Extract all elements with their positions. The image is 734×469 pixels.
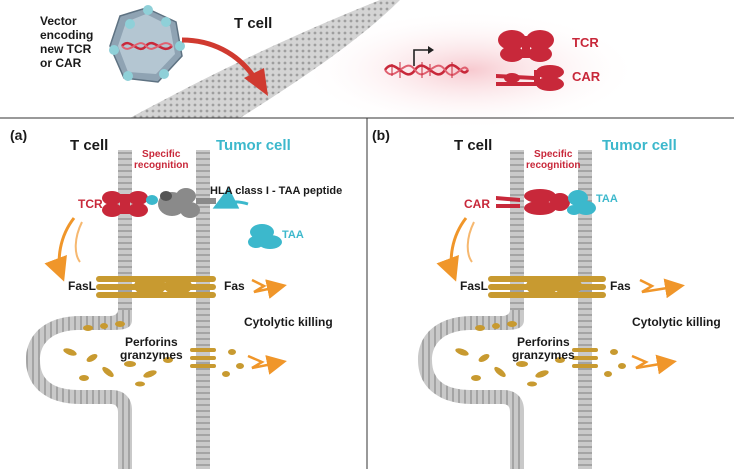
top-tcell-label: T cell (234, 15, 273, 32)
granules-a (63, 321, 244, 387)
vector-label-line: Vector (40, 14, 77, 28)
top-banner (109, 0, 640, 130)
specific-line: recognition (526, 159, 581, 171)
tcell-membrane-a (118, 150, 132, 310)
perforin-pore-a (190, 348, 216, 368)
tcell-surface (130, 0, 400, 118)
hla-molecule-a (158, 188, 216, 218)
tcell-membrane-b (510, 150, 524, 310)
panel-a-killing-label: Cytolytic killing (244, 315, 333, 329)
pink-glow (300, 10, 640, 130)
panel-b-killing-label: Cytolytic killing (632, 315, 721, 329)
perforin-pore-b (572, 348, 598, 368)
panel-a-specific-recognition: Specific recognition (134, 149, 189, 171)
vector-entry-arrowhead (244, 68, 268, 96)
panel-b-fas-label: Fas (610, 279, 631, 293)
tcr-molecule-top (498, 30, 554, 62)
tcell-synapse-pocket-a (26, 310, 132, 469)
specific-line: recognition (134, 159, 189, 171)
signal-arrow-b2 (466, 221, 475, 263)
panel-a-tag: (a) (10, 127, 28, 143)
panel-a-graphics (26, 150, 287, 469)
dna-helix (383, 62, 470, 78)
vector-particle (109, 5, 185, 83)
granules-b (455, 321, 626, 387)
panel-a-tumor-title: Tumor cell (216, 137, 291, 154)
tumor-membrane-a (196, 150, 210, 469)
panel-a-tcell-title: T cell (70, 137, 109, 154)
panel-b-tumor-title: Tumor cell (602, 137, 677, 154)
panel-b-specific-recognition: Specific recognition (526, 149, 581, 171)
fasl-fas-complex-a (96, 276, 216, 298)
perf-line: Perforins (125, 335, 178, 349)
panel-b-tag: (b) (372, 127, 390, 143)
specific-line: Specific (142, 149, 181, 160)
vector-label: Vector encoding new TCR or CAR (40, 14, 93, 70)
panel-a-taa-label: TAA (282, 229, 304, 241)
taa-molecule-a (248, 224, 282, 249)
signal-arrow-b1 (436, 217, 468, 282)
top-car-label: CAR (572, 69, 601, 84)
panel-a-fasl-label: FasL (68, 279, 97, 293)
granzyme-killing-arrow-a (247, 354, 287, 375)
panel-a-perforins-label: Perforins granzymes (120, 336, 183, 361)
taa-molecule-b (567, 190, 596, 215)
specific-line: Specific (534, 149, 573, 160)
fasl-fas-complex-b (488, 276, 606, 298)
perf-line: granzymes (120, 347, 183, 362)
vector-entry-arrow (181, 37, 259, 82)
car-molecule-top (496, 65, 564, 91)
taa-arrow-a (212, 187, 249, 209)
panel-b-graphics (418, 150, 685, 469)
top-tcr-label: TCR (572, 35, 599, 50)
fas-killing-arrow-b (639, 278, 685, 299)
tumor-membrane-b (578, 150, 592, 469)
panel-b-tcell-title: T cell (454, 137, 493, 154)
vector-label-line: new TCR (40, 42, 92, 56)
panel-b-perforins-label: Perforins granzymes (512, 336, 575, 361)
signal-arrow-a1 (44, 217, 76, 282)
panel-a-tcr-label: TCR (78, 197, 103, 211)
panel-b-fasl-label: FasL (460, 279, 489, 293)
granzyme-killing-arrow-b (631, 354, 677, 375)
car-complex-b (496, 189, 570, 215)
perf-line: Perforins (517, 335, 570, 349)
perf-line: granzymes (512, 347, 575, 362)
panel-b-taa-label: TAA (596, 193, 618, 205)
panel-a-fas-label: Fas (224, 279, 245, 293)
fas-killing-arrow-a (251, 278, 287, 299)
vector-label-line: or CAR (40, 56, 82, 70)
tcell-synapse-pocket-b (418, 310, 524, 469)
panel-a-hla-label: HLA class I - TAA peptide (210, 185, 343, 197)
signal-arrow-a2 (74, 221, 83, 263)
tcr-complex-a (102, 191, 158, 217)
promoter-arrow (413, 49, 430, 66)
panel-b-car-label: CAR (464, 197, 490, 211)
vector-label-line: encoding (40, 28, 94, 42)
